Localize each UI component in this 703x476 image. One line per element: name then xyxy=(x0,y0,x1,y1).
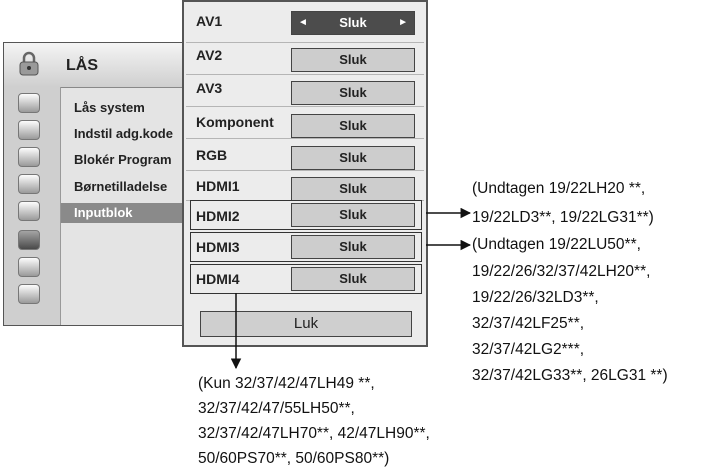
row-label-hdmi4: HDMI4 xyxy=(196,271,240,287)
menu-item-set-password[interactable]: Indstil adg.kode xyxy=(74,126,173,141)
option-icon[interactable] xyxy=(18,201,40,221)
menu-item-parental[interactable]: Børnetilladelse xyxy=(74,179,168,194)
audio-icon[interactable] xyxy=(18,147,40,167)
row-separator xyxy=(186,42,424,43)
menu-item-input-block[interactable]: Inputblok xyxy=(74,205,133,220)
menu-item-highlight xyxy=(61,203,198,223)
hdmi2-note-line-2: 19/22LD3**, 19/22LG31**) xyxy=(472,209,654,226)
lock-icon xyxy=(19,51,39,76)
hdmi3-note-line-1: (Undtagen 19/22LU50**, xyxy=(472,236,641,253)
menu-item-block-program[interactable]: Blokér Program xyxy=(74,152,172,167)
row-separator xyxy=(186,138,424,139)
row-label-hdmi2: HDMI2 xyxy=(196,208,240,224)
menu-header: LÅS xyxy=(4,43,198,88)
hdmi3-value-button[interactable]: Sluk xyxy=(291,235,415,259)
row-separator xyxy=(186,170,424,171)
av2-value-button[interactable]: Sluk xyxy=(291,48,415,72)
menu-icon-column xyxy=(4,87,61,325)
hdmi4-highlight-box xyxy=(190,264,422,294)
hdmi3-note-line-2: 19/22/26/32/37/42LH20**, xyxy=(472,263,651,280)
row-label-component: Komponent xyxy=(196,114,274,130)
hdmi4-note-line-3: 32/37/42/47LH70**, 42/47LH90**, xyxy=(198,425,430,442)
row-label-av3: AV3 xyxy=(196,80,223,96)
hdmi2-value-button[interactable]: Sluk xyxy=(291,203,415,227)
hdmi3-note-line-5: 32/37/42LG2***, xyxy=(472,341,585,358)
usb-icon[interactable] xyxy=(18,257,40,277)
row-label-hdmi3: HDMI3 xyxy=(196,239,240,255)
lock-menu-icon[interactable] xyxy=(18,230,40,250)
movie-icon[interactable] xyxy=(18,284,40,304)
row-label-av2: AV2 xyxy=(196,47,223,63)
hdmi3-note-line-4: 32/37/42LF25**, xyxy=(472,315,585,332)
hdmi3-note-line-6: 32/37/42LG33**, 26LG31 **) xyxy=(472,367,668,384)
av1-value-selector[interactable]: ◄ Sluk ► xyxy=(291,11,415,35)
row-separator xyxy=(186,106,424,107)
hdmi3-highlight-box xyxy=(190,232,422,262)
rgb-value-button[interactable]: Sluk xyxy=(291,146,415,170)
hdmi3-note-line-3: 19/22/26/32LD3**, xyxy=(472,289,599,306)
menu-item-lock-system[interactable]: Lås system xyxy=(74,100,145,115)
time-icon[interactable] xyxy=(18,174,40,194)
hdmi2-note-line-1: (Undtagen 19/22LH20 **, xyxy=(472,180,646,197)
left-arrow-icon[interactable]: ◄ xyxy=(298,17,308,28)
hdmi4-note-line-2: 32/37/42/47/55LH50**, xyxy=(198,400,355,417)
hdmi2-highlight-box xyxy=(190,200,422,230)
picture-icon[interactable] xyxy=(18,93,40,113)
av1-value: Sluk xyxy=(339,15,367,30)
row-label-av1: AV1 xyxy=(196,13,223,29)
hdmi4-note-line-1: (Kun 32/37/42/47LH49 **, xyxy=(198,375,375,392)
row-label-hdmi1: HDMI1 xyxy=(196,178,240,194)
hdmi4-note-line-4: 50/60PS70**, 50/60PS80**) xyxy=(198,450,390,467)
component-value-button[interactable]: Sluk xyxy=(291,114,415,138)
screen-icon[interactable] xyxy=(18,120,40,140)
menu-title: LÅS xyxy=(66,57,98,74)
right-arrow-icon[interactable]: ► xyxy=(398,17,408,28)
av3-value-button[interactable]: Sluk xyxy=(291,81,415,105)
row-separator xyxy=(186,74,424,75)
row-label-rgb: RGB xyxy=(196,147,228,163)
hdmi4-value-button[interactable]: Sluk xyxy=(291,267,415,291)
lock-menu-panel: LÅS Lås system Indstil adg.kode Blokér P… xyxy=(3,42,199,326)
